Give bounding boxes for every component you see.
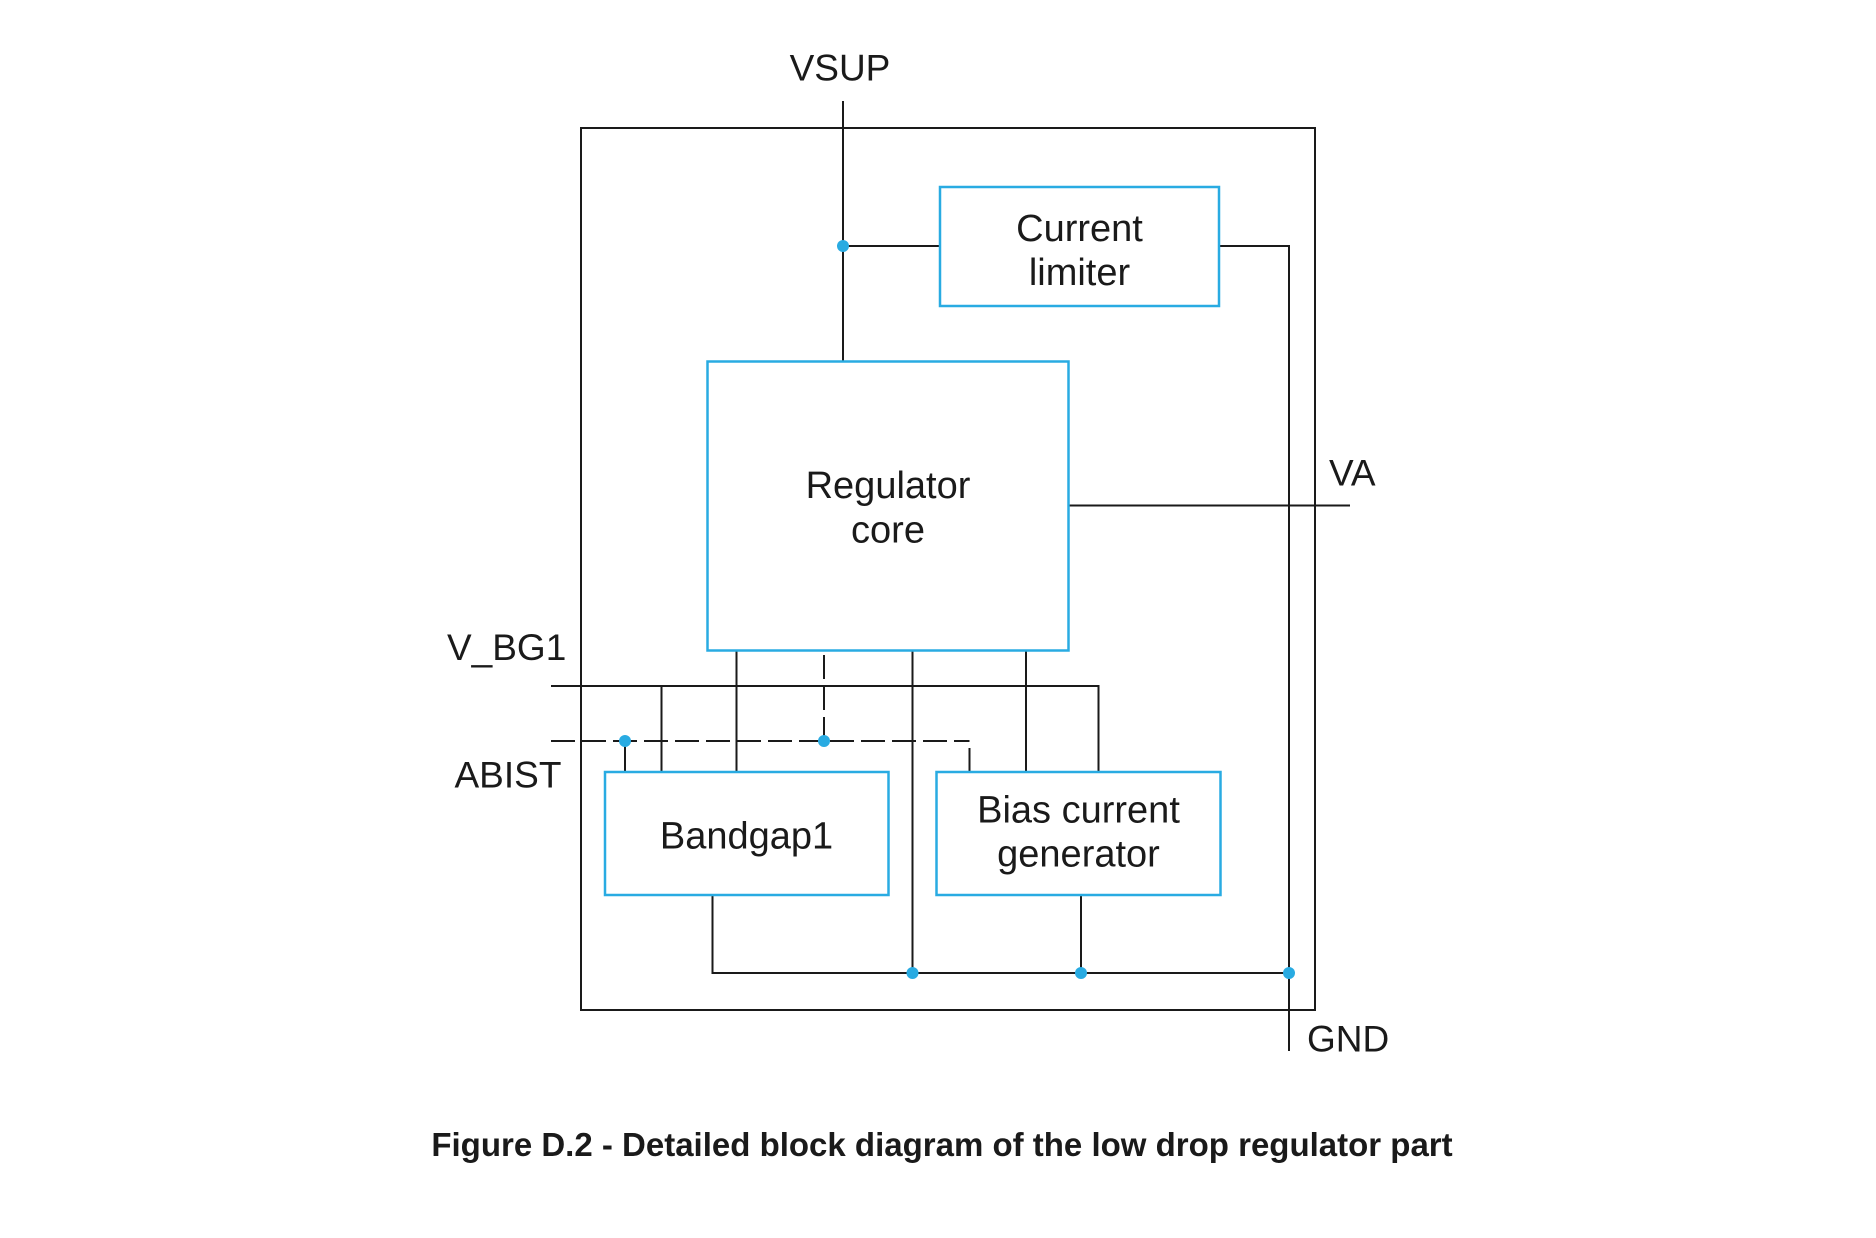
current-limiter-label-line1: Current [1016,208,1143,250]
bias-current-generator-block [935,770,1222,897]
pin-label-v-bg1: V_BG1 [447,627,566,668]
regulator-core-block [706,360,1070,652]
figure-caption: Figure D.2 - Detailed block diagram of t… [431,1126,1452,1163]
bandgap1-label: Bandgap1 [660,816,833,858]
current-limiter-label-line2: limiter [1029,252,1131,294]
junction-dot-gnd-bias [1075,967,1087,979]
wire-current-limiter-to-gnd [1219,245,1290,1051]
junction-dot-abist-bandgap1 [619,735,631,747]
junction-dot-abist-regulator [818,735,830,747]
junction-dot-gnd-regulator [906,967,919,979]
pin-label-abist: ABIST [455,755,562,796]
pin-label-vsup: VSUP [790,48,891,89]
regulator-boundary-box [580,127,1316,1011]
pin-label-va: VA [1329,453,1376,494]
current-limiter-block [938,185,1221,308]
bias-current-generator-label-line2: generator [997,834,1160,876]
bias-current-generator-label-line1: Bias current [977,790,1180,832]
junction-dot-gnd-limiter [1283,967,1295,979]
junction-dot-vsup [837,240,849,252]
wire-gnd-rail [711,895,1289,974]
regulator-core-label-line1: Regulator [806,465,971,507]
wire-vbg1-rail [551,685,1100,772]
bandgap1-block [603,770,890,897]
regulator-core-label-line2: core [851,510,925,552]
pin-label-gnd: GND [1307,1019,1389,1060]
